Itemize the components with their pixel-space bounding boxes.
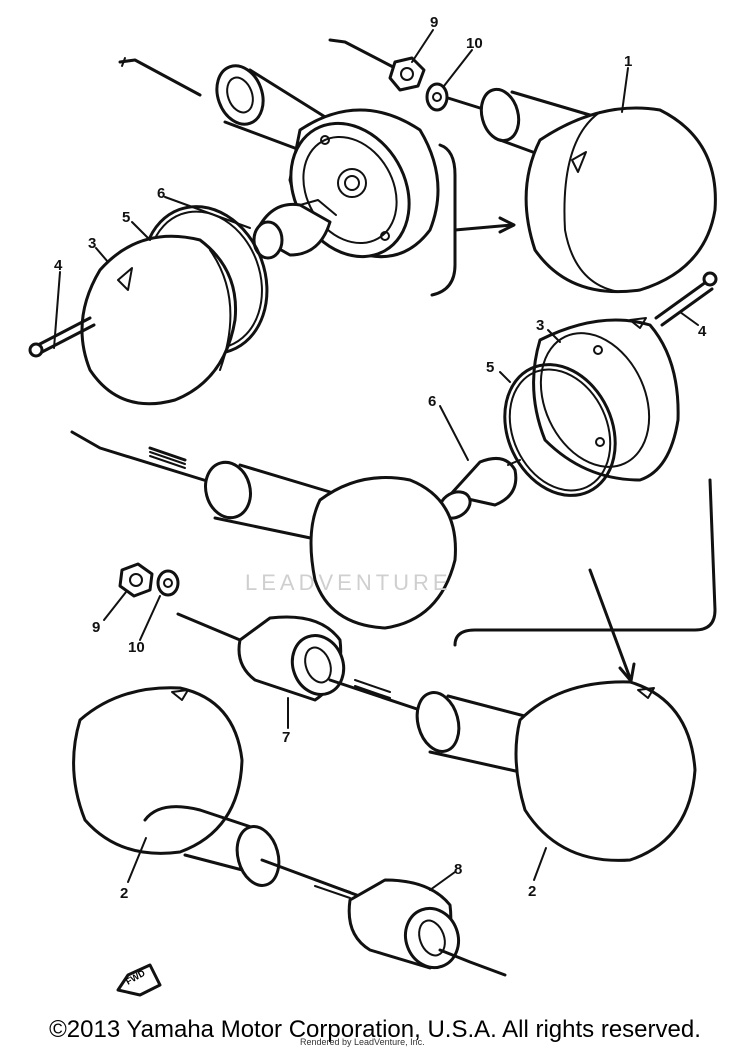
callout-5-right: 5 bbox=[486, 359, 494, 376]
callouts: 1 9 10 6 5 3 4 3 4 5 6 9 10 7 8 2 2 bbox=[54, 14, 707, 902]
gasket-5-right bbox=[503, 363, 617, 497]
callout-3-right: 3 bbox=[536, 317, 544, 334]
turn-signal-2-left bbox=[72, 686, 372, 902]
callout-9-bottom: 9 bbox=[92, 619, 100, 636]
arrow-to-part1 bbox=[453, 223, 514, 232]
screw-4-right bbox=[654, 271, 718, 327]
callout-4-top: 4 bbox=[54, 257, 63, 274]
nut-9-top bbox=[328, 38, 426, 92]
callout-10-bottom: 10 bbox=[128, 639, 145, 656]
rendered-by-note: Rendered by LeadVenture, Inc. bbox=[300, 1037, 425, 1047]
bracket-7 bbox=[176, 612, 346, 702]
lens-3-top bbox=[80, 234, 238, 406]
nut-9-bottom bbox=[118, 562, 154, 598]
watermark: LEADVENTURE bbox=[245, 570, 452, 595]
top-left-signal-assembly bbox=[118, 57, 440, 259]
bulb-6-top bbox=[252, 199, 337, 260]
bulb-6-right bbox=[438, 456, 521, 520]
arrow-to-part2 bbox=[588, 568, 632, 680]
callout-1: 1 bbox=[624, 53, 632, 70]
callout-5-top: 5 bbox=[122, 209, 130, 226]
bracket-middle bbox=[453, 478, 717, 647]
leader-lines bbox=[53, 29, 699, 891]
callout-6-top: 6 bbox=[157, 185, 165, 202]
bracket-8 bbox=[347, 878, 507, 977]
turn-signal-1 bbox=[446, 87, 717, 294]
callout-10-top: 10 bbox=[466, 35, 483, 52]
bracket-top bbox=[430, 143, 457, 297]
washer-10-top bbox=[425, 82, 449, 112]
callout-2-left: 2 bbox=[120, 885, 128, 902]
callout-8: 8 bbox=[454, 861, 462, 878]
copyright-notice: ©2013 Yamaha Motor Corporation, U.S.A. A… bbox=[49, 1016, 701, 1043]
washer-10-bottom bbox=[156, 569, 180, 597]
fwd-arrow-icon: FWD bbox=[116, 963, 162, 997]
callout-7: 7 bbox=[282, 729, 290, 746]
screw-4-top bbox=[28, 316, 96, 358]
lens-3-right bbox=[532, 317, 680, 482]
callout-9-top: 9 bbox=[430, 14, 438, 31]
turn-signal-2-right bbox=[328, 678, 697, 862]
middle-signal-stem bbox=[70, 430, 457, 630]
callout-2-right: 2 bbox=[528, 883, 536, 900]
callout-6-right: 6 bbox=[428, 393, 436, 410]
callout-3-top: 3 bbox=[88, 235, 96, 252]
callout-4-right: 4 bbox=[698, 323, 707, 340]
